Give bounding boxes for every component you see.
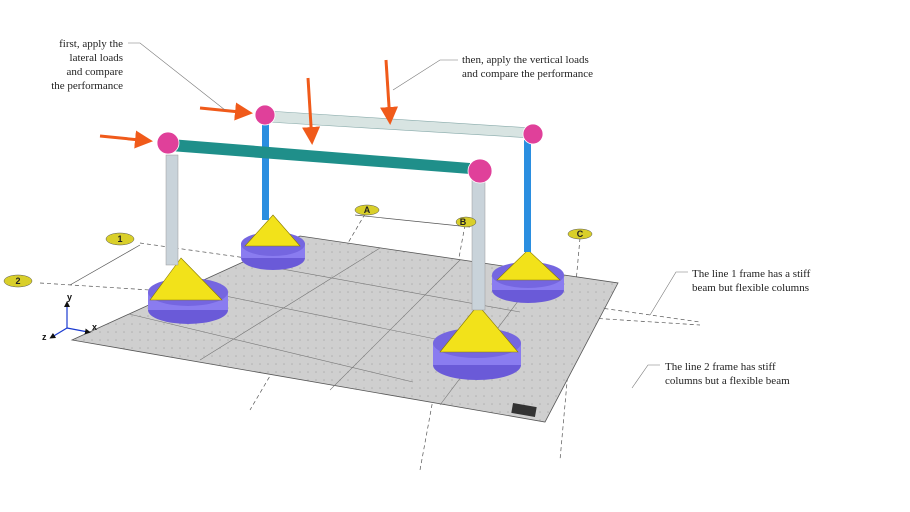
svg-text:and compare: and compare bbox=[67, 66, 124, 78]
column-stiff bbox=[524, 140, 531, 252]
node bbox=[522, 123, 544, 145]
note-vertical-loads: then, apply the vertical loads and compa… bbox=[462, 54, 593, 80]
vertical-load-arrow bbox=[380, 59, 399, 125]
grid-label-c: C bbox=[577, 229, 584, 239]
svg-text:The line 2 frame has stiff: The line 2 frame has stiff bbox=[665, 361, 776, 373]
grid-label-b: B bbox=[460, 217, 467, 227]
svg-text:lateral loads: lateral loads bbox=[70, 52, 123, 64]
svg-text:beam but flexible columns: beam but flexible columns bbox=[692, 282, 809, 294]
line-2-frame bbox=[148, 131, 521, 380]
column-flexible bbox=[471, 179, 486, 311]
grid-label-1: 1 bbox=[117, 234, 122, 244]
grid-label-a: A bbox=[364, 205, 371, 215]
svg-text:then, apply the vertical loads: then, apply the vertical loads bbox=[462, 54, 589, 66]
axis-label-z: z bbox=[42, 332, 47, 342]
svg-text:and compare the performance: and compare the performance bbox=[462, 68, 593, 80]
grid-label-2: 2 bbox=[15, 276, 20, 286]
axis-label-y: y bbox=[67, 292, 72, 302]
vertical-load-arrow bbox=[302, 77, 321, 145]
svg-text:The line 1 frame has a stiff: The line 1 frame has a stiff bbox=[692, 268, 811, 280]
svg-text:columns but a flexible beam: columns but a flexible beam bbox=[665, 375, 790, 387]
beam-flexible bbox=[170, 139, 470, 174]
lateral-load-arrow bbox=[199, 102, 253, 121]
note-line-1-frame: The line 1 frame has a stiff beam but fl… bbox=[692, 268, 811, 294]
load-arrows bbox=[99, 59, 399, 149]
column-stiff bbox=[262, 120, 269, 220]
line-1-frame bbox=[241, 104, 564, 303]
axis-label-x: x bbox=[92, 322, 97, 332]
node bbox=[156, 131, 180, 155]
leader-lines bbox=[128, 42, 688, 389]
node bbox=[254, 104, 276, 126]
node bbox=[467, 158, 493, 184]
beam-stiff bbox=[267, 110, 533, 139]
note-line-2-frame: The line 2 frame has stiff columns but a… bbox=[665, 361, 790, 387]
column-flexible bbox=[165, 154, 179, 266]
title-block bbox=[511, 402, 537, 418]
lateral-load-arrow bbox=[99, 130, 153, 149]
axis-triad bbox=[49, 301, 91, 339]
grid-bubbles: 1 2 A B C bbox=[3, 204, 593, 288]
svg-text:first, apply the: first, apply the bbox=[59, 38, 123, 50]
note-lateral-loads: first, apply the lateral loads and compa… bbox=[51, 38, 123, 92]
svg-text:the performance: the performance bbox=[51, 80, 123, 92]
